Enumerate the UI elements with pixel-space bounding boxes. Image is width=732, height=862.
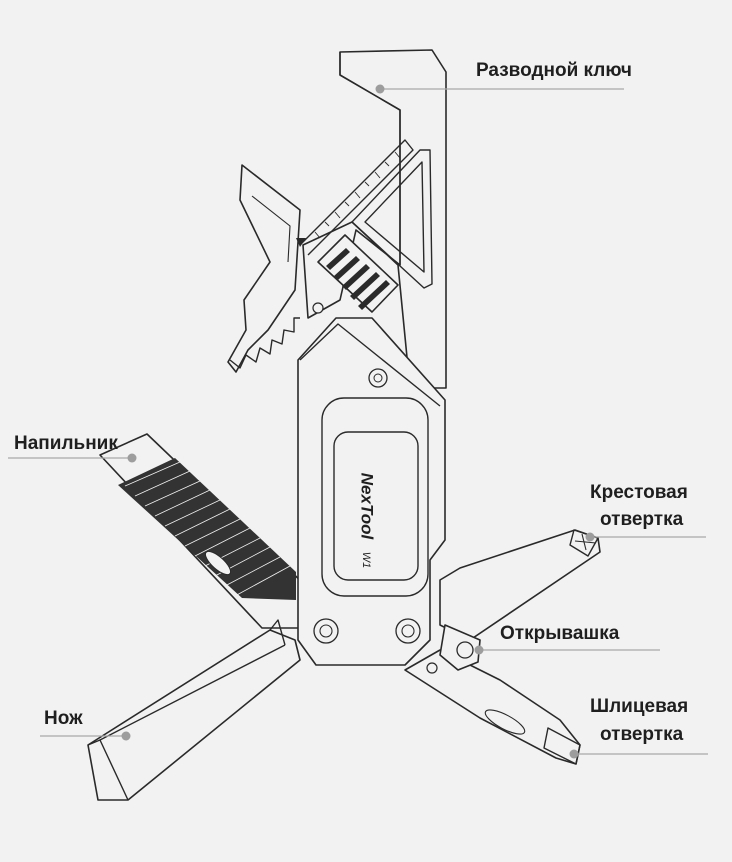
label-flathead-line1: Шлицевая — [590, 696, 689, 717]
label-knife: Нож — [44, 708, 83, 729]
leader-opener — [474, 645, 660, 655]
label-phillips-line1: Крестовая — [590, 482, 688, 503]
label-wrench: Разводной ключ — [476, 60, 632, 81]
leader-wrench — [375, 84, 624, 94]
file-tool — [99, 433, 306, 629]
brand-name: NexTool — [358, 473, 377, 541]
leader-file — [8, 453, 137, 463]
leader-phillips — [585, 532, 706, 542]
wrench-jaw — [296, 49, 447, 389]
bottle-opener — [426, 624, 481, 674]
label-phillips-line2: отвертка — [600, 509, 684, 530]
brand-model: W1 — [360, 552, 372, 569]
leader-knife — [40, 731, 131, 741]
label-file: Напильник — [14, 433, 118, 454]
saw-blade — [227, 164, 301, 373]
label-flathead-line2: отвертка — [600, 724, 684, 745]
leader-flathead — [569, 749, 708, 759]
label-opener: Открывашка — [500, 623, 620, 644]
knife-tool — [87, 619, 301, 801]
handle-body — [297, 317, 446, 666]
